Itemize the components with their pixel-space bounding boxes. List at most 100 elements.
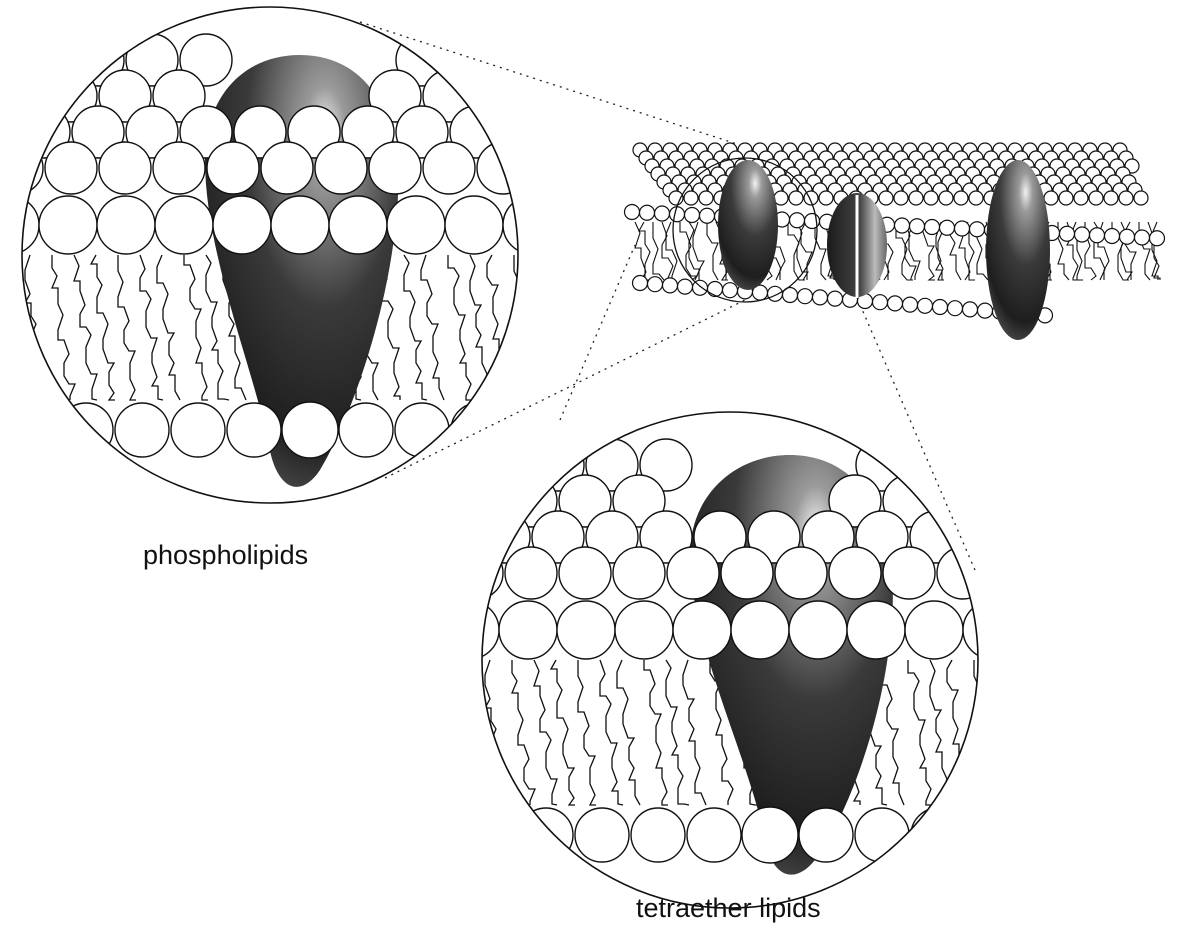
lipid-head (477, 70, 529, 122)
overview-lipid-head (708, 282, 723, 297)
overview-lipid-head (978, 303, 993, 318)
overview-lipid-head (940, 220, 955, 235)
overview-lipid-tail (801, 222, 812, 280)
overview-lipid-head (933, 300, 948, 315)
lipid-head (937, 475, 989, 527)
lipid-head (99, 142, 151, 194)
lipid-head (963, 601, 1021, 659)
lipid-tail (644, 660, 668, 805)
overview-lipid-head (648, 277, 663, 292)
overview-lipid-head (909, 191, 923, 205)
lipid-head (575, 808, 629, 862)
lipid-head (910, 439, 962, 491)
overview-lipid-head (1120, 229, 1135, 244)
overview-lipid-head (1134, 191, 1148, 205)
lipid-head (339, 403, 393, 457)
overview-lipid-head (1060, 226, 1075, 241)
lipid-head (441, 601, 499, 659)
overview-lipid-head (954, 191, 968, 205)
lipid-head (731, 601, 789, 659)
lipid-head (799, 808, 853, 862)
overview-lipid-head (1090, 228, 1105, 243)
overview-lipid-head (1044, 191, 1058, 205)
lipid-head (450, 34, 502, 86)
lipid-head (423, 142, 475, 194)
lipid-tail (908, 660, 932, 805)
lipid-tail (683, 660, 706, 805)
lipid-tail (140, 255, 163, 400)
lipid-tail (157, 255, 180, 400)
overview-lipid-head (969, 191, 983, 205)
overview-lipid-head (955, 221, 970, 236)
lipid-head (531, 70, 583, 122)
lipid-head (0, 106, 16, 158)
lipid-head (3, 403, 57, 457)
lipid-head (424, 439, 476, 491)
lipid-head (39, 196, 97, 254)
lipid-head (329, 196, 387, 254)
lipid-head (505, 547, 557, 599)
lipid-head (847, 601, 905, 659)
overview-lipid-head (939, 191, 953, 205)
overview-lipid-head (1105, 229, 1120, 244)
lipid-head (615, 601, 673, 659)
overview-lipid-head (819, 191, 833, 205)
overview-lipid-tail (666, 222, 677, 280)
lipid-head (0, 196, 39, 254)
overview-lipid-head (910, 219, 925, 234)
lipid-tail (930, 660, 953, 805)
lipid-head (687, 808, 741, 862)
lipid-head (905, 601, 963, 659)
lipid-head (613, 547, 665, 599)
lipid-tail (551, 660, 575, 805)
overview-lipid-head (888, 296, 903, 311)
overview-lipid-head (693, 280, 708, 295)
overview-lipid-head (813, 290, 828, 305)
lipid-head (967, 808, 1021, 862)
lipid-tail (534, 660, 557, 805)
overview-lipid-head (699, 191, 713, 205)
lipid-head (855, 808, 909, 862)
overview-lipid-tail (693, 222, 704, 280)
lipid-tail (996, 660, 1025, 805)
overview-lipid-head (625, 205, 640, 220)
overview-lipid-head (723, 283, 738, 298)
overview-lipid-head (633, 276, 648, 291)
overview-lipid-head (918, 298, 933, 313)
lipid-head (557, 601, 615, 659)
lipid-head (507, 403, 561, 457)
lipid-head (171, 403, 225, 457)
overview-lipid-head (700, 208, 715, 223)
phospholipid-zoom (0, 7, 583, 503)
overview-lipid-head (685, 208, 700, 223)
lipid-tail (184, 255, 208, 400)
overview-lipid-tail (797, 222, 808, 280)
lipid-head (991, 547, 1043, 599)
tetraether-zoom (424, 412, 1043, 908)
lipid-tail (881, 660, 904, 805)
lipid-tail (666, 660, 689, 805)
overview-lipid-tail (707, 222, 718, 280)
lipid-head (504, 34, 556, 86)
overview-lipid-head (1135, 230, 1150, 245)
lipid-head (451, 475, 503, 527)
lipid-tail (421, 255, 444, 400)
lipid-head (504, 106, 556, 158)
overview-lipid-head (879, 191, 893, 205)
overview-lipid-head (684, 191, 698, 205)
tetraether-lipids-label: tetraether lipids (636, 893, 821, 924)
overview-lipid-head (903, 297, 918, 312)
lipid-head (721, 547, 773, 599)
overview-lipid-head (640, 205, 655, 220)
phospholipids-label: phospholipids (143, 540, 308, 571)
lipid-head (395, 403, 449, 457)
lipid-head (0, 34, 16, 86)
lipid-head (18, 34, 70, 86)
lipid-head (0, 70, 43, 122)
lipid-head (45, 142, 97, 194)
lipid-head (445, 196, 503, 254)
overview-lipid-head (924, 191, 938, 205)
overview-lipid-head (828, 291, 843, 306)
overview-lipid-head (970, 222, 985, 237)
